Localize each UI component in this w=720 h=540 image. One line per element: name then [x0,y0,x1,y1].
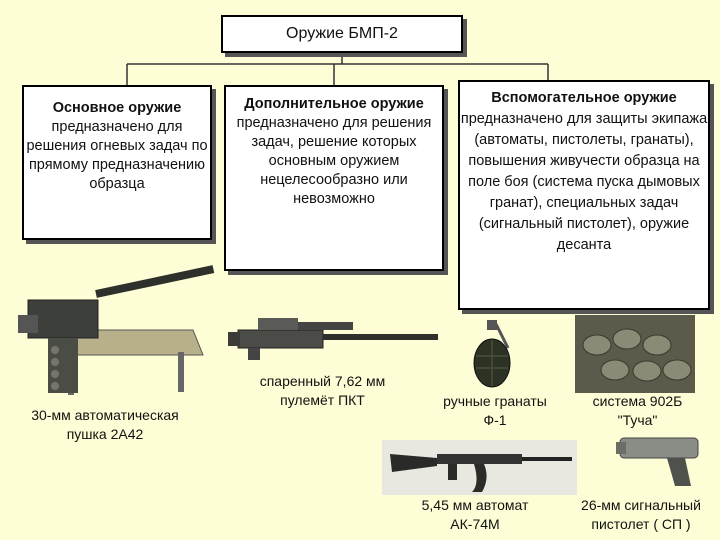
diagram-title: Оружие БМП-2 [221,15,463,53]
auxiliary-weapon-description: предназначено для защиты экипажа (автома… [460,109,708,256]
grenade-image [468,318,518,390]
ak74m-image [382,440,577,495]
auxiliary-weapon-heading: Вспомогательное оружие [460,88,708,109]
main-weapon-description: предназначено для решения огневых задач … [24,118,210,194]
grenade-caption: ручные гранаты Ф-1 [440,392,550,430]
additional-weapon-description: предназначено для решения задач, решение… [226,114,442,209]
pkt-caption: спаренный 7,62 мм пулемёт ПКТ [250,372,395,410]
auxiliary-weapon-box: Вспомогательное оружие предназначено для… [458,80,710,310]
additional-weapon-heading: Дополнительное оружие [226,95,442,114]
cannon-image [8,260,223,400]
flare-pistol-caption: 26-мм сигнальный пистолет ( СП ) [566,496,716,534]
ak74m-caption: 5,45 мм автомат АК-74М [405,496,545,534]
flare-pistol-image [612,432,702,490]
additional-weapon-box: Дополнительное оружие предназначено для … [224,85,444,271]
cannon-caption: 30-мм автоматическая пушка 2А42 [30,406,180,444]
main-weapon-heading: Основное оружие [24,99,210,118]
title-text: Оружие БМП-2 [286,25,398,42]
pkt-machine-gun-image [228,312,443,367]
tucha-system-image [575,315,695,393]
main-weapon-box: Основное оружие предназначено для решени… [22,85,212,240]
tucha-caption: система 902Б "Туча" [575,392,700,430]
